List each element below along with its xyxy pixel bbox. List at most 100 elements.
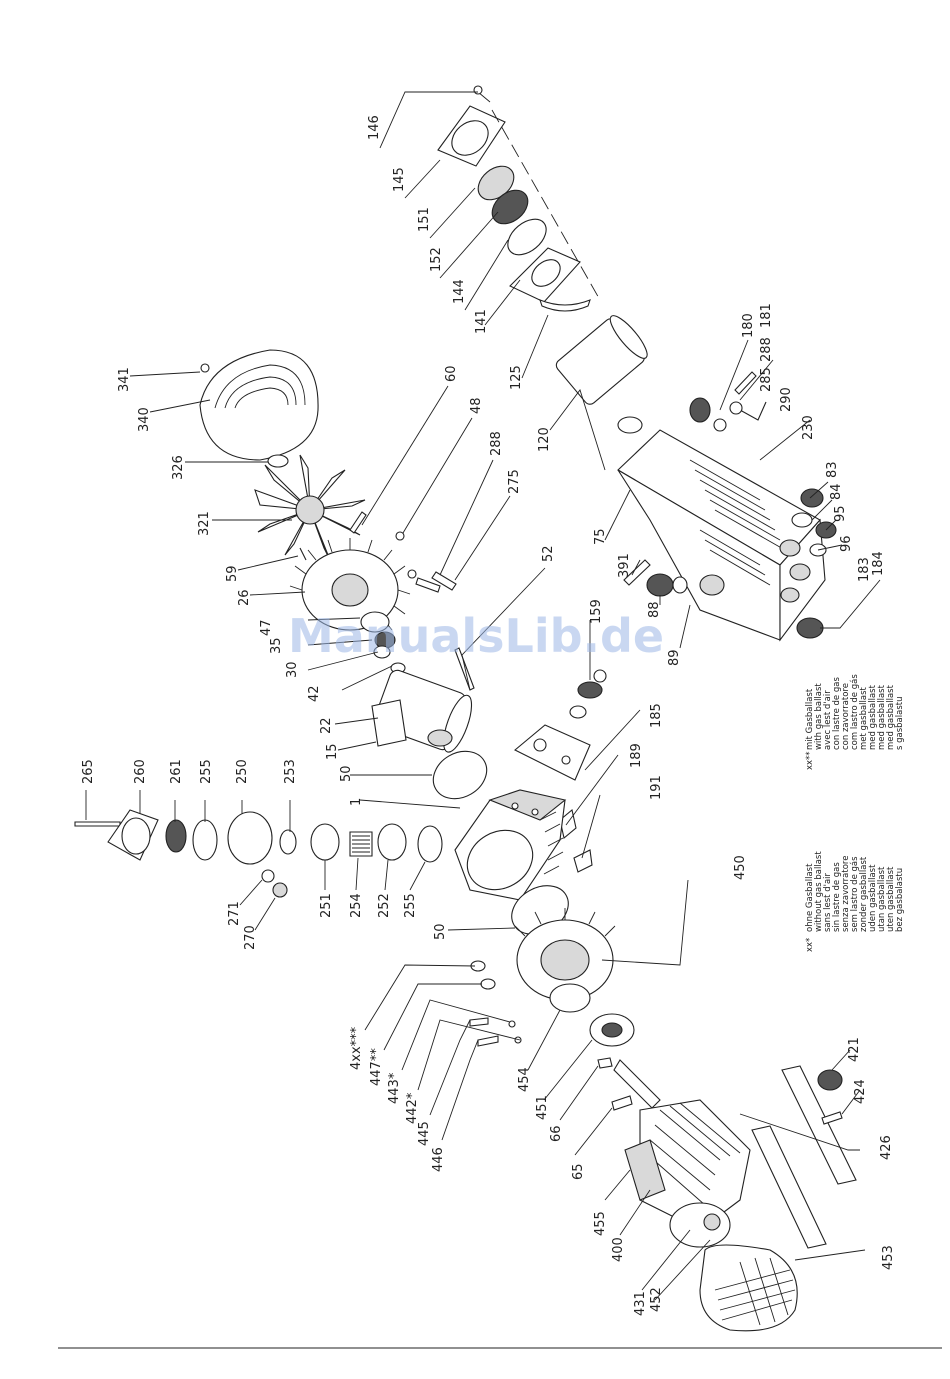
part-label: 26: [237, 589, 252, 606]
fan-assembly: [199, 349, 457, 674]
part-label: 290: [779, 387, 794, 412]
part-label: 453: [881, 1245, 896, 1270]
legend-line: avec lest d'air: [823, 690, 833, 750]
legend-line: zonder gasballast: [859, 856, 869, 932]
legend-line: bez gasbalastu: [895, 868, 905, 932]
legend-line: med gasballast: [868, 684, 878, 750]
part-label: 288: [759, 337, 774, 362]
legend-line: senza zavorratore: [841, 856, 851, 932]
legend-line: uten gasballast: [886, 866, 896, 932]
part-label: 341: [117, 367, 132, 392]
part-label: 447**: [369, 1048, 384, 1086]
part-labels: 146 145 151 152 144 141 125 120 180 181 …: [81, 115, 896, 1316]
part-label: 265: [81, 759, 96, 784]
part-label: 144: [452, 279, 467, 304]
part-label: 426: [879, 1135, 894, 1160]
legend-line: com lastro de gás: [850, 674, 860, 750]
part-label: 48: [469, 397, 484, 414]
part-label: 450: [733, 855, 748, 880]
part-label: 84: [829, 483, 844, 500]
part-label: 1: [349, 798, 364, 806]
part-label: 30: [285, 661, 300, 678]
part-label: 59: [225, 565, 240, 582]
legend-line: without gas ballast: [814, 851, 824, 932]
part-label: 431: [633, 1291, 648, 1316]
part-label: 230: [801, 415, 816, 440]
part-label: 65: [571, 1163, 586, 1180]
legend-line: sem lastro de gás: [850, 856, 860, 932]
part-label: 120: [537, 427, 552, 452]
part-label: 15: [325, 743, 340, 760]
legend-without-gas-ballast: xx* ohne Gasballast without gas ballast …: [805, 851, 905, 952]
part-label: 181: [759, 303, 774, 328]
part-label: 442*: [405, 1092, 420, 1124]
part-label: 183: [857, 557, 872, 582]
legend-line: met gasballast: [859, 686, 869, 750]
part-label: 184: [871, 551, 886, 576]
part-label: 89: [667, 649, 682, 666]
part-label: 254: [349, 893, 364, 918]
legend-line: with gas ballast: [814, 683, 824, 750]
part-label: 445: [417, 1121, 432, 1146]
part-label: 321: [197, 511, 212, 536]
watermark-text: ManualsLib.de: [288, 609, 664, 663]
part-label: 75: [593, 528, 608, 545]
part-label: 451: [535, 1095, 550, 1120]
part-label: 4xx***: [349, 1026, 364, 1070]
part-label: 250: [235, 759, 250, 784]
legend-marker: xx*: [805, 938, 815, 952]
part-label: 60: [444, 365, 459, 382]
part-label: 146: [367, 115, 382, 140]
part-label: 255: [403, 893, 418, 918]
part-label: 22: [319, 717, 334, 734]
part-label: 42: [307, 685, 322, 702]
leader-lines: [85, 91, 881, 1301]
rotor-assembly: [371, 647, 607, 873]
part-label: 152: [429, 247, 444, 272]
part-label: 253: [283, 759, 298, 784]
pump-housing: [617, 371, 837, 642]
motor-assembly: [469, 885, 857, 1332]
legend-line: utan gasballast: [877, 866, 887, 932]
part-label: 151: [417, 207, 432, 232]
legend-line: mit Gasballast: [805, 688, 815, 750]
part-label: 47: [259, 619, 274, 636]
legend-line: s gasbalastu: [895, 697, 905, 751]
part-label: 270: [243, 925, 258, 950]
main-housing: [454, 789, 567, 901]
part-label: 446: [431, 1147, 446, 1172]
legend-with-gas-ballast: xx** mit Gasballast with gas ballast ave…: [805, 674, 905, 770]
part-label: 288: [489, 431, 504, 456]
legend-line: ohne Gasballast: [805, 863, 815, 932]
part-label: 185: [649, 703, 664, 728]
part-label: 252: [377, 893, 392, 918]
part-label: 145: [392, 167, 407, 192]
part-label: 452: [649, 1287, 664, 1312]
part-label: 271: [227, 901, 242, 926]
part-label: 443*: [387, 1072, 402, 1104]
part-label: 52: [541, 545, 556, 562]
part-label: 66: [549, 1125, 564, 1142]
part-label: 421: [847, 1037, 862, 1062]
legend-line: sans lest d'air: [823, 872, 833, 932]
valve-stack: [74, 809, 443, 898]
part-label: 255: [199, 759, 214, 784]
legend-line: uden gasballast: [868, 864, 878, 932]
part-label: 285: [759, 367, 774, 392]
part-label: 88: [647, 601, 662, 618]
part-label: 251: [319, 893, 334, 918]
part-label: 125: [509, 365, 524, 390]
part-label: 454: [517, 1067, 532, 1092]
part-label: 50: [433, 923, 448, 940]
legend-line: con zavorratore: [841, 683, 851, 750]
part-label: 83: [825, 461, 840, 478]
part-label: 35: [269, 637, 284, 654]
part-label: 95: [833, 505, 848, 522]
part-label: 261: [169, 759, 184, 784]
part-label: 191: [649, 775, 664, 800]
filter-assembly: [437, 85, 648, 434]
legend-marker: xx**: [805, 751, 815, 770]
part-label: 141: [474, 309, 489, 334]
part-label: 180: [741, 313, 756, 338]
